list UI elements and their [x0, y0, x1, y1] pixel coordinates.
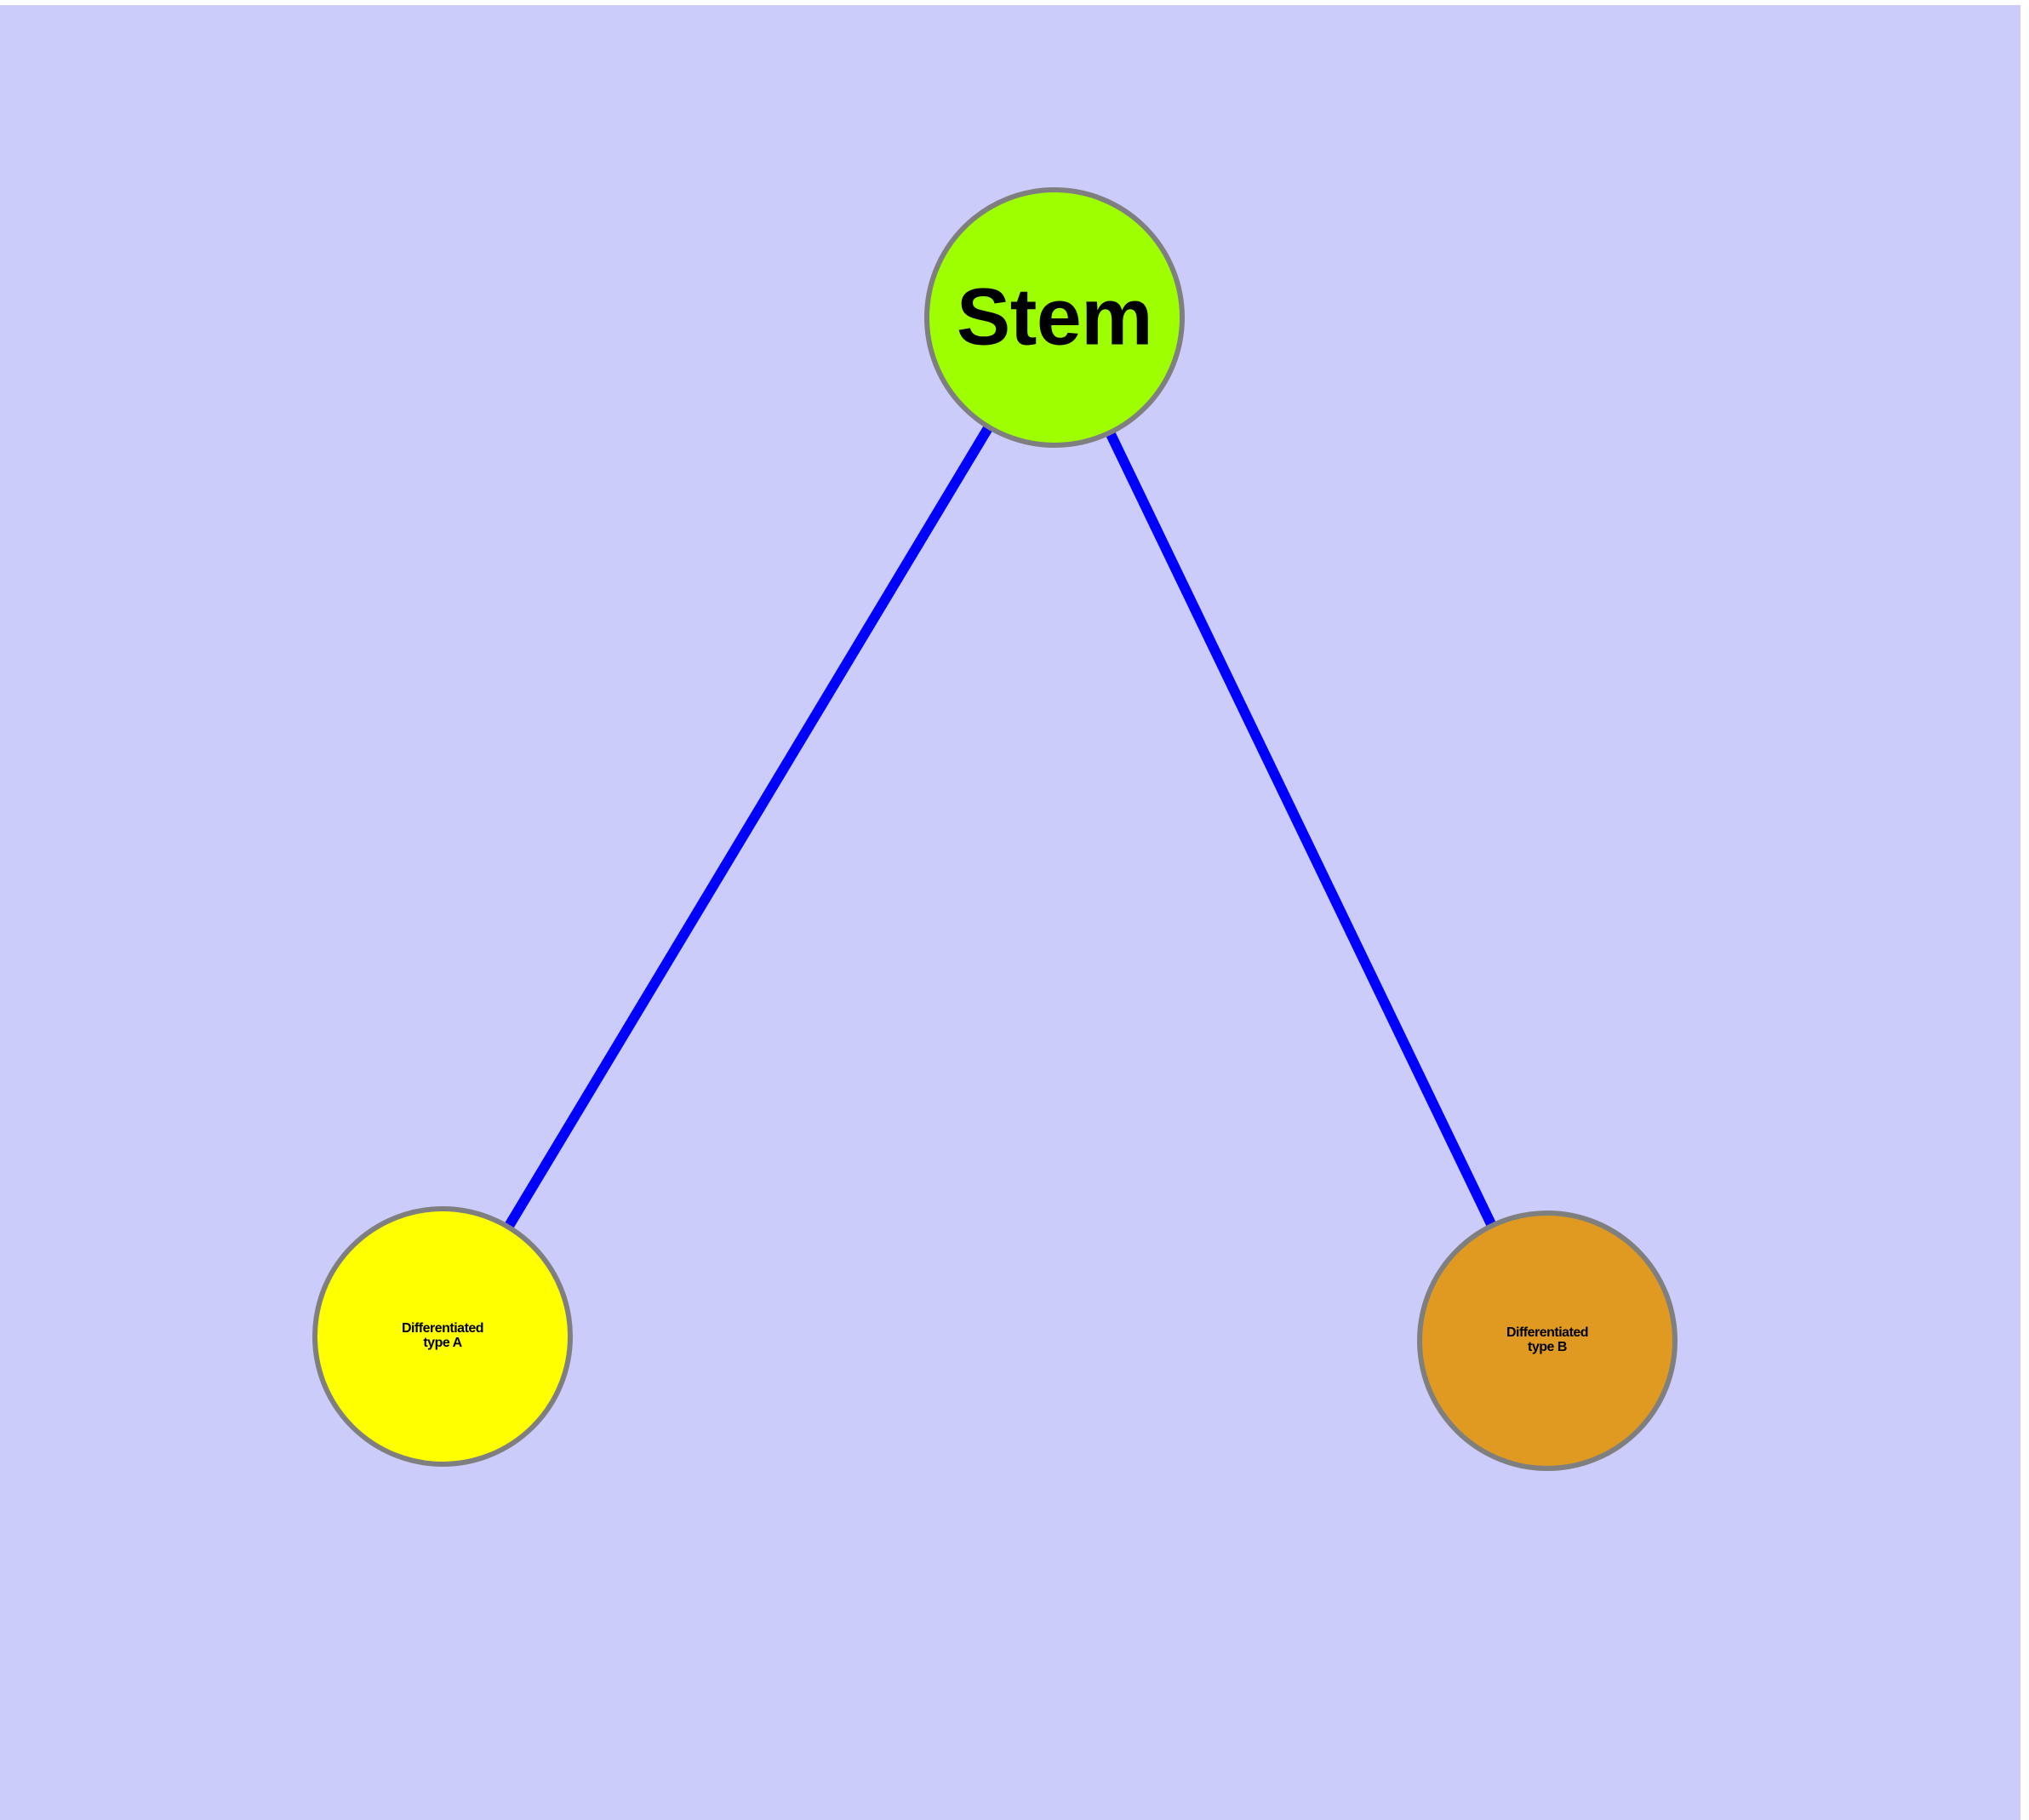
edge-layer [437, 314, 1552, 1343]
graph-node-diff_b[interactable] [1417, 1210, 1677, 1471]
graph-node-stem[interactable] [924, 187, 1185, 448]
node-layer [312, 187, 1677, 1471]
graph-edge-stem-to-diff_b [1049, 315, 1552, 1343]
graph-edge-stem-to-diff_a [437, 314, 1060, 1340]
graph-node-diff_a[interactable] [312, 1206, 573, 1467]
